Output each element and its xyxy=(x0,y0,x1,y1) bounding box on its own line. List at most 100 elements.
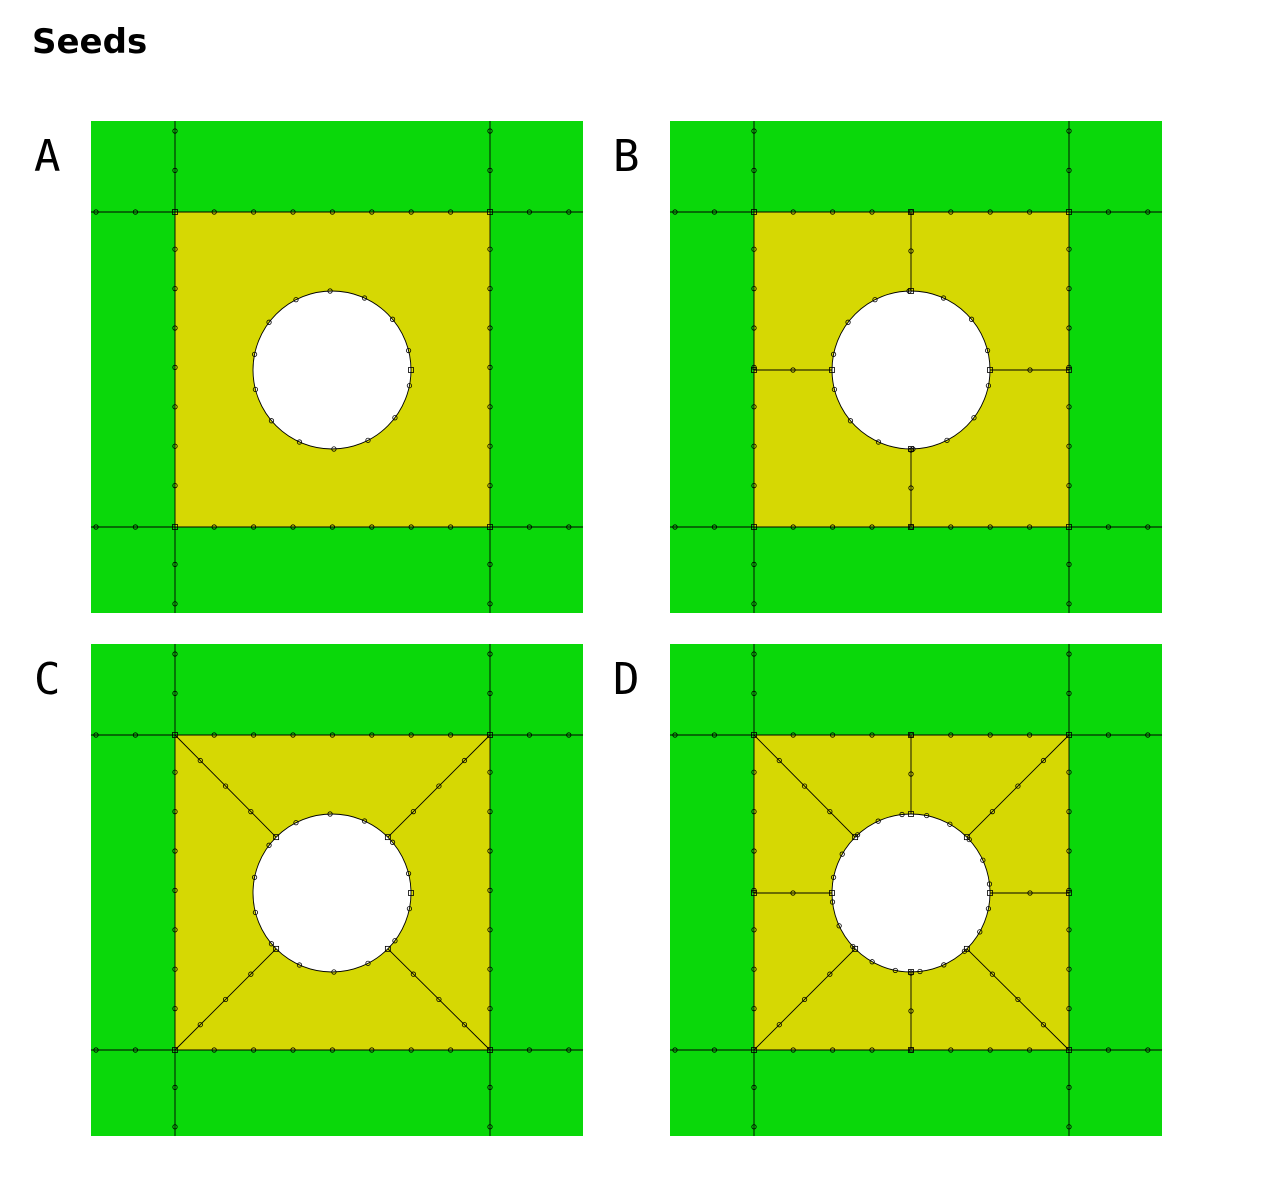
seed-marker xyxy=(172,246,178,252)
seed-marker xyxy=(1066,809,1072,815)
seed-marker xyxy=(266,319,272,325)
seed-marker xyxy=(526,1047,532,1053)
seed-marker xyxy=(487,1005,493,1012)
seed-marker xyxy=(211,209,217,215)
seed-marker xyxy=(875,818,881,824)
seed-marker xyxy=(389,839,396,845)
seed-marker xyxy=(408,209,414,215)
seed-marker xyxy=(985,383,992,389)
seed-marker xyxy=(1066,927,1072,933)
vertex-marker xyxy=(487,209,493,215)
vertex-marker xyxy=(829,890,835,896)
seed-marker xyxy=(566,524,572,530)
seed-marker xyxy=(830,874,837,880)
seed-marker xyxy=(487,1124,493,1130)
seed-marker xyxy=(487,769,493,775)
vertex-marker xyxy=(1066,1047,1072,1053)
seed-marker xyxy=(751,246,757,252)
seed-marker xyxy=(487,482,493,489)
seed-marker xyxy=(751,167,757,174)
seed-marker xyxy=(790,209,796,215)
seed-marker xyxy=(408,732,414,738)
seed-marker xyxy=(392,938,398,944)
seed-marker xyxy=(526,524,532,530)
seed-marker xyxy=(172,482,178,489)
seed-marker xyxy=(408,524,414,530)
seed-marker xyxy=(566,732,572,738)
vertex-marker xyxy=(852,945,859,952)
seed-marker xyxy=(251,1047,257,1053)
seed-marker xyxy=(989,809,995,815)
panel-label-c: C xyxy=(34,654,61,705)
seed-marker xyxy=(329,524,335,530)
seed-marker xyxy=(947,821,953,827)
seed-marker xyxy=(447,209,454,215)
seed-marker xyxy=(461,757,468,764)
vertex-marker xyxy=(908,969,914,975)
seed-marker xyxy=(172,1084,178,1090)
seed-marker xyxy=(790,524,796,530)
vertex-marker xyxy=(751,524,757,530)
panel-label-a: A xyxy=(34,131,61,182)
panel-b xyxy=(670,121,1162,613)
seed-marker xyxy=(172,364,178,370)
seed-marker xyxy=(831,386,838,393)
seed-marker xyxy=(331,446,337,452)
seed-marker xyxy=(836,923,842,929)
seed-marker xyxy=(672,1047,678,1053)
seed-marker xyxy=(327,288,333,294)
seed-marker xyxy=(1026,732,1033,738)
vertex-marker xyxy=(852,834,859,841)
seed-marker xyxy=(1066,286,1072,292)
vertex-marker xyxy=(987,367,993,373)
seed-marker xyxy=(711,209,718,215)
seed-marker xyxy=(132,732,139,738)
panel-d xyxy=(670,644,1162,1136)
seed-marker xyxy=(869,959,875,965)
seed-marker xyxy=(944,437,950,443)
seed-marker xyxy=(447,732,454,738)
vertex-marker xyxy=(172,209,178,215)
seed-marker xyxy=(410,809,416,815)
seed-marker xyxy=(389,316,396,322)
seed-marker xyxy=(830,524,836,530)
seed-marker xyxy=(329,1047,335,1053)
vertex-marker xyxy=(963,834,970,841)
seed-marker xyxy=(1066,966,1072,972)
seed-marker xyxy=(405,347,412,354)
seed-marker xyxy=(248,809,254,815)
seed-marker xyxy=(487,325,493,331)
seed-marker xyxy=(172,1124,178,1130)
seed-marker xyxy=(892,967,898,974)
seed-marker xyxy=(487,286,493,292)
seed-marker xyxy=(172,848,178,854)
seed-marker xyxy=(711,1047,718,1053)
seed-marker xyxy=(1066,651,1072,657)
seed-marker xyxy=(1066,1084,1072,1090)
seed-marker xyxy=(211,732,217,738)
seed-marker xyxy=(327,811,333,817)
seed-marker xyxy=(487,561,493,567)
diagonal-partition-line xyxy=(174,734,277,838)
vertex-marker xyxy=(172,524,178,530)
vertex-marker xyxy=(908,524,914,530)
seed-marker xyxy=(266,842,272,848)
seed-marker xyxy=(132,1047,139,1053)
seed-marker xyxy=(989,971,995,977)
seed-marker xyxy=(487,601,493,607)
vertex-marker xyxy=(829,367,835,373)
vertex-marker xyxy=(1066,524,1072,530)
seed-marker xyxy=(1015,996,1021,1003)
vertex-marker xyxy=(908,209,914,215)
hole xyxy=(831,813,991,973)
hole xyxy=(252,290,412,450)
seed-marker xyxy=(1026,524,1033,530)
vertex-marker xyxy=(908,811,914,817)
seed-marker xyxy=(829,899,836,905)
seed-marker xyxy=(830,351,837,357)
seed-marker xyxy=(827,971,833,977)
seed-marker xyxy=(172,927,178,933)
vertex-marker xyxy=(408,890,414,896)
seed-marker xyxy=(361,818,368,824)
diagonal-partition-line xyxy=(966,948,1070,1051)
